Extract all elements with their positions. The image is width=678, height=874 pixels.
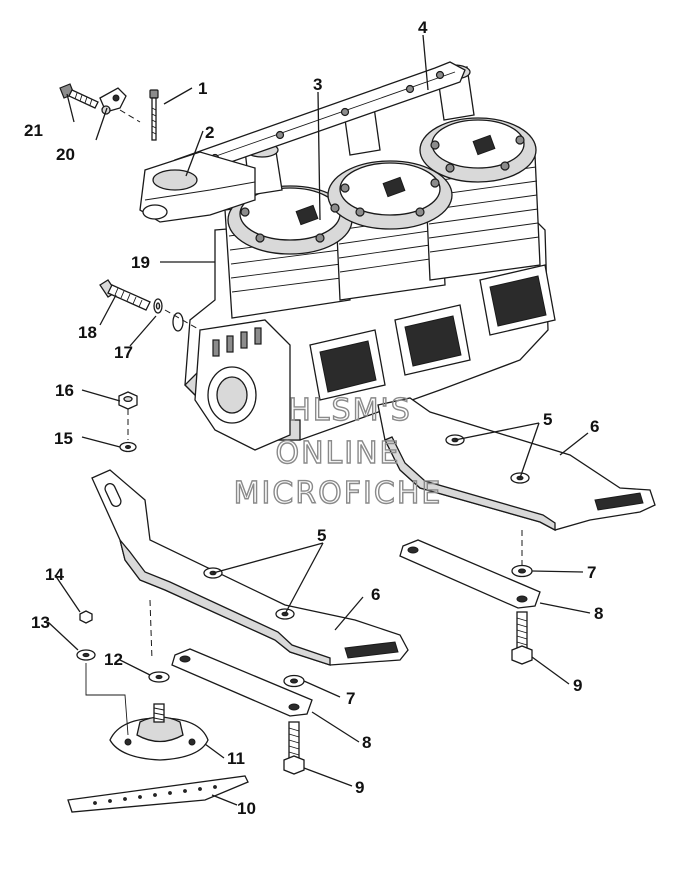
washer-part-13	[76, 649, 96, 661]
isolator-plate-right	[399, 539, 541, 609]
callout-9-left: 9	[355, 778, 364, 797]
callout-7-left: 7	[346, 689, 355, 708]
bolt-part-1	[149, 89, 159, 141]
cylinder-heads	[227, 117, 537, 255]
callout-18: 18	[78, 323, 97, 342]
bolt-part-9-right	[511, 611, 533, 665]
engine-mount-part-11	[109, 703, 209, 761]
washer-part-7-right	[511, 564, 533, 578]
bolt-part-9-left	[283, 721, 305, 775]
isolator-plate-left	[171, 648, 313, 717]
callout-14: 14	[45, 565, 64, 584]
bracket-part-20	[99, 87, 127, 115]
nut-part-16	[118, 391, 138, 410]
callout-12: 12	[104, 650, 123, 669]
bolt-part-18	[99, 279, 151, 311]
callout-5-right: 5	[543, 410, 552, 429]
callout-2: 2	[205, 123, 214, 142]
callout-3: 3	[313, 75, 322, 94]
watermark-line-2: ONLINE	[275, 436, 400, 471]
callout-9-right: 9	[573, 676, 582, 695]
callout-19: 19	[131, 253, 150, 272]
callout-6-left: 6	[371, 585, 380, 604]
cover-part-2	[139, 151, 256, 223]
washer-part-7-left	[283, 674, 305, 688]
watermark-line-3: MICROFICHE	[234, 476, 443, 511]
watermark-line-1: HLSM'S	[288, 393, 412, 428]
washer-part-12	[148, 671, 170, 683]
callout-15: 15	[54, 429, 73, 448]
callout-16: 16	[55, 381, 74, 400]
callout-5-left: 5	[317, 526, 326, 545]
leader-lines	[47, 34, 591, 806]
callout-8-right: 8	[594, 604, 603, 623]
gasket-ring	[172, 312, 184, 332]
washer-part-17	[153, 298, 163, 314]
callout-11: 11	[227, 749, 245, 768]
plate-part-10	[67, 775, 249, 813]
washer-part-15	[119, 441, 137, 453]
callout-1: 1	[198, 79, 207, 98]
nut-part-14	[79, 610, 93, 624]
bolt-part-21	[59, 83, 99, 109]
mount-bracket-right	[377, 397, 656, 532]
engine-block	[184, 64, 556, 451]
callout-20: 20	[56, 145, 75, 164]
callout-6-right: 6	[590, 417, 599, 436]
callout-10: 10	[237, 799, 256, 818]
callout-13: 13	[31, 613, 50, 632]
callout-17: 17	[114, 343, 133, 362]
mount-bracket-left	[91, 469, 409, 666]
callout-21: 21	[24, 121, 43, 140]
callout-labels: 1 2 3 4 5 5 6 6 7 7 8 8 9 9 10 11 12 13 …	[24, 18, 603, 818]
watermark: HLSM'S ONLINE MICROFICHE	[233, 392, 443, 511]
callout-8-left: 8	[362, 733, 371, 752]
callout-4: 4	[418, 18, 428, 37]
callout-7-right: 7	[587, 563, 596, 582]
